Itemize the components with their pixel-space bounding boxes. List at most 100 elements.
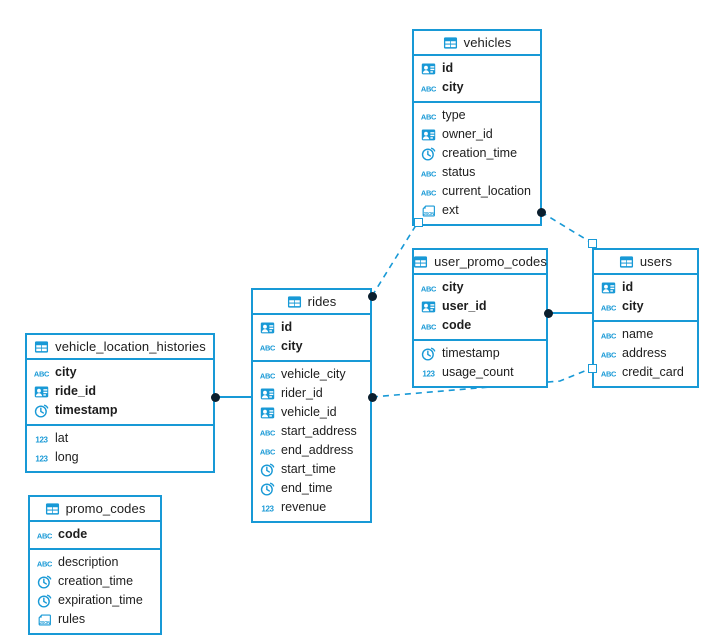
field-row-name[interactable]: ABC name — [594, 325, 697, 344]
field-name: vehicle_city — [281, 367, 346, 382]
json-icon: JSON — [38, 613, 51, 626]
svg-text:ABC: ABC — [601, 303, 616, 312]
table-icon — [45, 502, 59, 515]
abc-icon: ABC — [601, 331, 616, 340]
relationship-endpoint-square[interactable] — [587, 238, 597, 248]
field-row-code[interactable]: ABC code — [30, 525, 160, 544]
uuid-icon — [34, 385, 49, 397]
svg-text:ABC: ABC — [37, 559, 52, 568]
abc-icon: ABC — [421, 112, 436, 121]
field-name: creation_time — [442, 146, 518, 161]
field-row-creation_time[interactable]: creation_time — [30, 572, 160, 591]
uuid-icon — [260, 321, 275, 333]
field-name: city — [442, 80, 464, 95]
field-name: vehicle_id — [281, 405, 337, 420]
uuid-icon — [421, 300, 436, 312]
uuid-icon — [601, 281, 616, 293]
table-header-rides[interactable]: rides — [253, 290, 370, 315]
field-row-timestamp[interactable]: timestamp — [27, 401, 213, 420]
table-header-promo_codes[interactable]: promo_codes — [30, 497, 160, 522]
table-icon — [443, 36, 457, 49]
field-row-vehicle_id[interactable]: vehicle_id — [253, 403, 370, 422]
relationship-endpoint-dot[interactable] — [367, 291, 377, 301]
relationship-endpoint-square[interactable] — [587, 363, 597, 373]
number-icon: 123 — [261, 504, 275, 513]
abc-icon: ABC — [34, 369, 49, 378]
table-header-vehicle_location_histories[interactable]: vehicle_location_histories — [27, 335, 213, 360]
table-header-users[interactable]: users — [594, 250, 697, 275]
uuid-icon — [421, 62, 436, 74]
field-row-id[interactable]: id — [414, 59, 540, 78]
field-name: creation_time — [58, 574, 134, 589]
abc-icon: ABC — [260, 428, 275, 437]
relationship-endpoint-square[interactable] — [413, 217, 423, 227]
field-row-rider_id[interactable]: rider_id — [253, 384, 370, 403]
table-header-user_promo_codes[interactable]: user_promo_codes — [414, 250, 547, 275]
field-row-expiration_time[interactable]: expiration_time — [30, 591, 160, 610]
svg-text:ABC: ABC — [601, 331, 616, 340]
clock-icon — [260, 482, 275, 495]
field-name: name — [622, 327, 654, 342]
svg-text:ABC: ABC — [37, 531, 52, 540]
table-icon — [414, 255, 428, 268]
field-name: type — [442, 108, 466, 123]
relationship-endpoint-dot[interactable] — [536, 207, 546, 217]
field-name: timestamp — [442, 346, 500, 361]
abc-icon: ABC — [260, 343, 275, 352]
svg-text:ABC: ABC — [421, 322, 436, 331]
field-name: timestamp — [55, 403, 118, 418]
clock-icon — [421, 347, 436, 360]
field-row-city[interactable]: ABC city — [253, 337, 370, 356]
field-row-ride_id[interactable]: ride_id — [27, 382, 213, 401]
relationship-endpoint-dot[interactable] — [210, 392, 220, 402]
field-name: id — [442, 61, 454, 76]
field-row-type[interactable]: ABC type — [414, 106, 540, 125]
field-row-id[interactable]: id — [253, 318, 370, 337]
relationship-endpoint-dot[interactable] — [367, 392, 377, 402]
field-row-user_id[interactable]: user_id — [414, 297, 546, 316]
table-header-vehicles[interactable]: vehicles — [414, 31, 540, 56]
field-row-id[interactable]: id — [594, 278, 697, 297]
field-name: lat — [55, 431, 69, 446]
field-name: city — [281, 339, 303, 354]
abc-icon: ABC — [421, 322, 436, 331]
svg-text:ABC: ABC — [34, 369, 49, 378]
field-row-owner_id[interactable]: owner_id — [414, 125, 540, 144]
svg-text:ABC: ABC — [260, 428, 275, 437]
field-name: start_time — [281, 462, 336, 477]
relationship-endpoint-dot[interactable] — [543, 308, 553, 318]
field-row-creation_time[interactable]: creation_time — [414, 144, 540, 163]
field-row-timestamp[interactable]: timestamp — [414, 344, 546, 363]
field-name: code — [58, 527, 88, 542]
field-row-start_time[interactable]: start_time — [253, 460, 370, 479]
field-row-end_time[interactable]: end_time — [253, 479, 370, 498]
